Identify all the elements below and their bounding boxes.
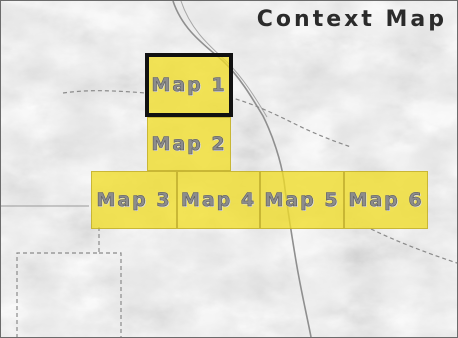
map-tile-label: Map 3 [96, 189, 172, 212]
map-tile-2[interactable]: Map 2 [147, 117, 231, 171]
map-tile-5[interactable]: Map 5 [260, 171, 344, 229]
boundary-line [370, 228, 457, 264]
boundary-line [16, 227, 100, 337]
boundary-line [99, 252, 122, 337]
map-tile-4[interactable]: Map 4 [177, 171, 260, 229]
boundary-line [228, 96, 352, 148]
boundary-line [62, 90, 147, 94]
map-tile-6[interactable]: Map 6 [344, 171, 428, 229]
map-tile-label: Map 1 [151, 74, 227, 97]
map-tile-label: Map 5 [264, 189, 340, 212]
map-tile-label: Map 2 [151, 133, 227, 156]
map-tile-label: Map 6 [348, 189, 424, 212]
map-tile-1[interactable]: Map 1 [145, 53, 233, 117]
map-tile-label: Map 4 [180, 189, 257, 212]
map-tile-3[interactable]: Map 3 [91, 171, 177, 229]
map-title: Context Map [256, 7, 447, 32]
